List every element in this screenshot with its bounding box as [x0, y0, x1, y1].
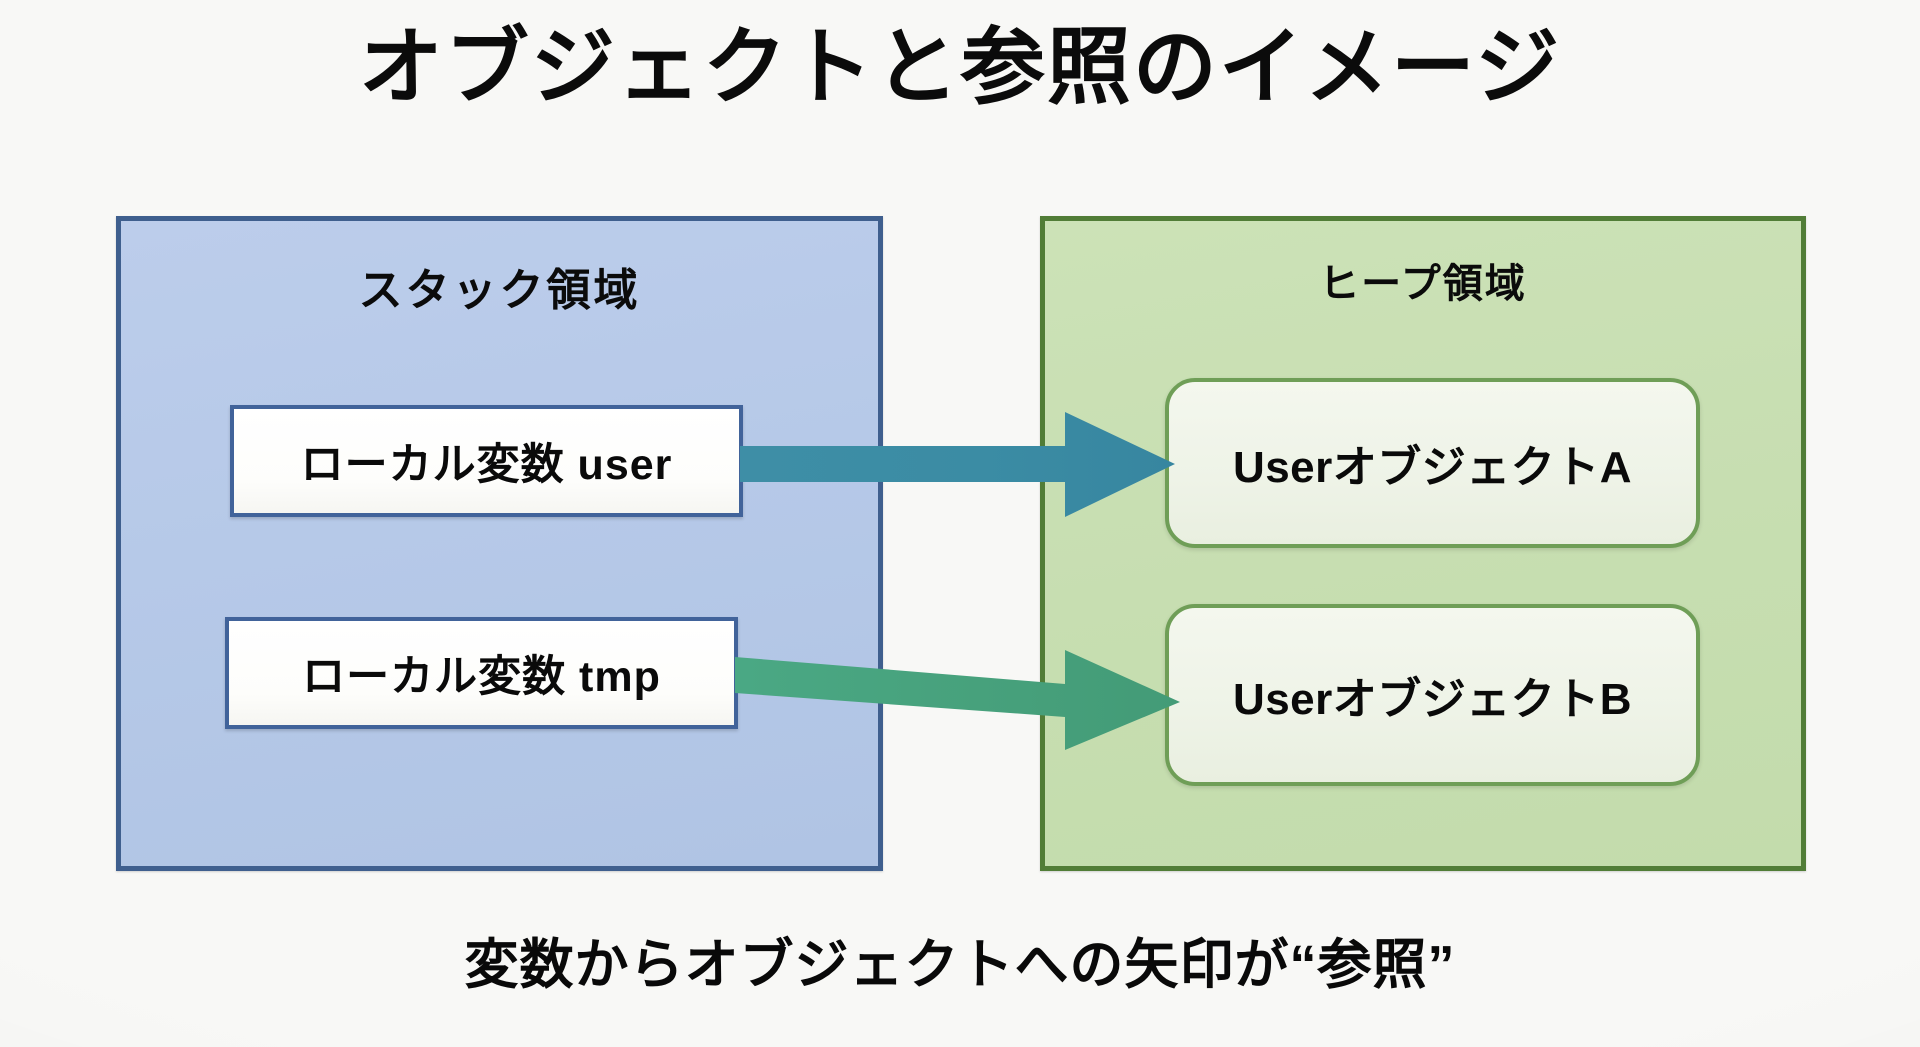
heap-object-box-b: UserオブジェクトB — [1165, 604, 1700, 786]
reference-arrow-icon-tmp-to-b — [735, 650, 1180, 750]
heap-object-label-b: UserオブジェクトB — [1232, 675, 1633, 724]
stack-variable-label-user: ローカル変数 user — [300, 441, 673, 489]
slide-caption: 変数からオブジェクトへの矢印が“参照” — [464, 935, 1456, 995]
stack-region-panel: スタック領域 — [116, 216, 883, 871]
heap-object-label-a: UserオブジェクトA — [1232, 443, 1633, 492]
page-title: オブジェクトと参照のイメージ — [358, 20, 1562, 114]
heap-region-label: ヒープ領域 — [1319, 262, 1527, 306]
stack-region-label: スタック領域 — [358, 266, 641, 315]
reference-arrow-icon-user-to-a — [740, 412, 1175, 517]
heap-object-box-a: UserオブジェクトA — [1165, 378, 1700, 548]
stack-variable-box-user: ローカル変数 user — [230, 405, 743, 517]
stack-variable-box-tmp: ローカル変数 tmp — [225, 617, 738, 729]
stack-variable-label-tmp: ローカル変数 tmp — [302, 653, 661, 701]
